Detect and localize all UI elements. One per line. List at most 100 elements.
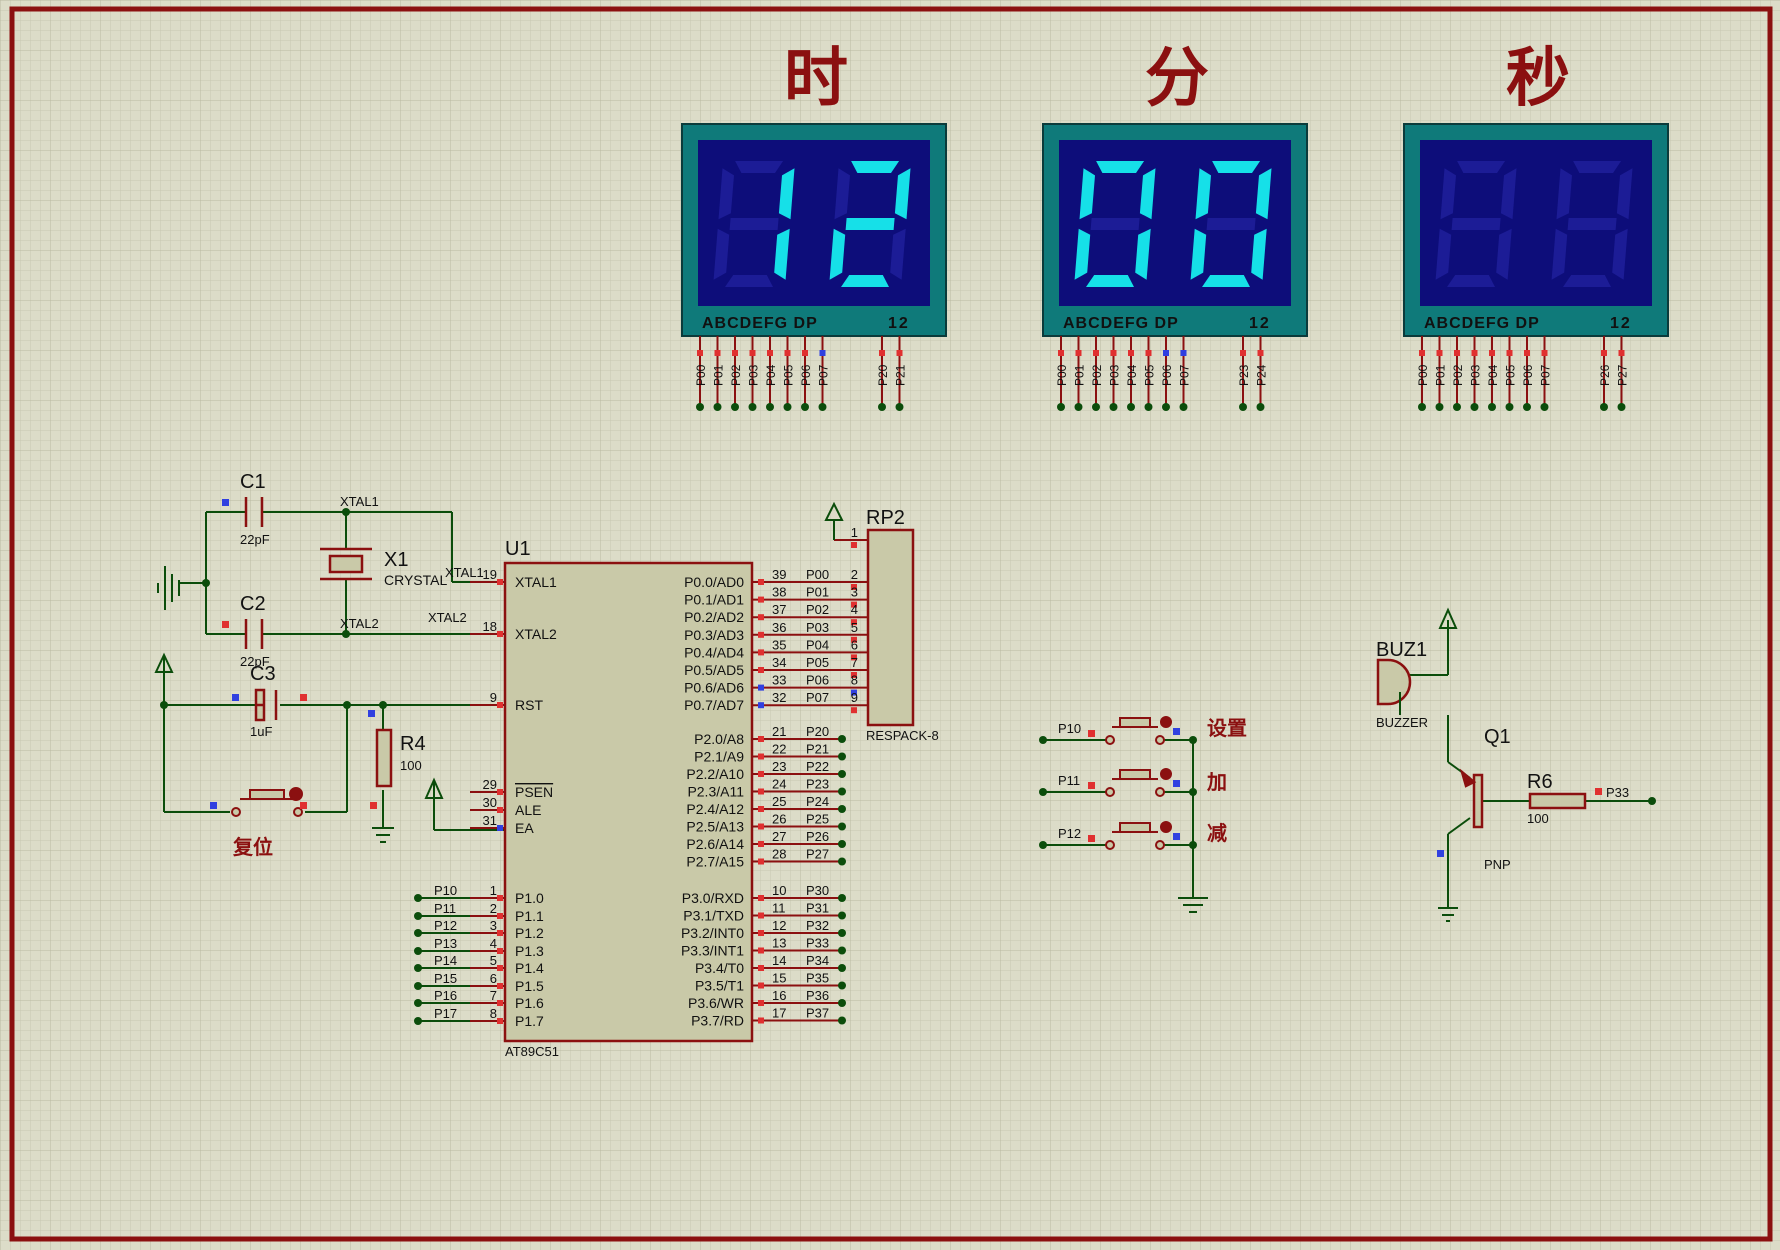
display-pin-terminal[interactable] <box>1540 403 1549 411</box>
button-net-terminal[interactable] <box>1039 736 1047 744</box>
button-net-terminal[interactable] <box>1039 788 1047 796</box>
mcu-net-terminal[interactable] <box>838 840 846 848</box>
mcu-net-terminal[interactable] <box>414 912 422 920</box>
display-pin-terminal[interactable] <box>713 403 722 411</box>
capacitor-c2[interactable] <box>244 619 264 649</box>
mcu-pin-name: P0.5/AD5 <box>684 662 744 678</box>
mcu-net-terminal[interactable] <box>838 735 846 743</box>
mcu-net-terminal[interactable] <box>838 857 846 866</box>
crystal-x1[interactable] <box>320 547 372 581</box>
mcu-net-terminal[interactable] <box>414 1017 422 1025</box>
pin-marker <box>758 982 764 989</box>
display-pin-terminal[interactable] <box>1074 403 1083 411</box>
display-pin-label: P01 <box>712 364 726 386</box>
mcu-net-terminal[interactable] <box>838 911 846 920</box>
pin-marker <box>232 694 239 701</box>
mcu-net-terminal[interactable] <box>838 964 846 972</box>
transistor-q1[interactable] <box>1459 768 1484 829</box>
display-pin-terminal[interactable] <box>1057 403 1065 411</box>
display-pin-label: P04 <box>764 364 778 386</box>
q1-ref: Q1 <box>1484 726 1511 748</box>
mcu-net-terminal[interactable] <box>838 787 846 796</box>
mcu-net-terminal[interactable] <box>414 982 422 990</box>
display-pin-terminal[interactable] <box>895 403 904 411</box>
display-heading-2: 分 <box>1145 42 1209 116</box>
display-1-digit-2-seg-e <box>829 228 846 280</box>
display-pin-terminal[interactable] <box>1144 403 1153 411</box>
display-pin-terminal[interactable] <box>1470 403 1479 411</box>
pin-marker <box>758 736 764 742</box>
display-pin-terminal[interactable] <box>1239 403 1247 411</box>
buzzer-buz1[interactable] <box>1376 658 1412 706</box>
net-p33-terminal[interactable] <box>1648 797 1656 805</box>
display-pin-terminal[interactable] <box>818 403 827 411</box>
pin-marker <box>497 825 503 831</box>
button-net-terminal[interactable] <box>1039 841 1047 849</box>
display-pin-terminal[interactable] <box>748 403 757 411</box>
display-pin-label: P00 <box>1416 364 1430 386</box>
display-pin-terminal[interactable] <box>1418 403 1426 411</box>
display-pin-terminal[interactable] <box>1109 403 1118 411</box>
display-pin-terminal[interactable] <box>731 403 739 411</box>
mcu-net-terminal[interactable] <box>838 1016 846 1025</box>
mcu-body[interactable] <box>503 561 754 1043</box>
display-pin-terminal[interactable] <box>1488 403 1496 411</box>
mcu-net-terminal[interactable] <box>838 752 846 761</box>
display-pin-terminal[interactable] <box>1162 403 1170 411</box>
mcu-u1[interactable]: U1AT89C51XTAL119XTAL218RST9PSEN29ALE30EA… <box>414 538 868 1059</box>
display-pin-terminal[interactable] <box>1453 403 1461 411</box>
mcu-pin-name: XTAL1 <box>515 574 557 590</box>
mcu-net-terminal[interactable] <box>838 822 846 831</box>
mcu-net-terminal[interactable] <box>414 964 422 972</box>
capacitor-c1[interactable] <box>244 497 264 527</box>
display-pin-terminal[interactable] <box>1617 403 1626 411</box>
rp2-body[interactable] <box>866 528 915 727</box>
pin-marker <box>758 1000 764 1006</box>
display-pin-terminal[interactable] <box>766 403 774 411</box>
display-pin-terminal[interactable] <box>801 403 809 411</box>
resistor-r6[interactable] <box>1528 792 1587 810</box>
mcu-pin-num: 10 <box>772 883 786 898</box>
display-2-digit-1-seg-c <box>1135 228 1151 280</box>
display-pin-terminal[interactable] <box>878 403 886 411</box>
capacitor-c3[interactable] <box>254 688 278 722</box>
mcu-net-terminal[interactable] <box>838 999 846 1007</box>
mcu-net-terminal[interactable] <box>414 999 422 1007</box>
display-pin-label: P23 <box>1237 364 1251 386</box>
display-pin-terminal[interactable] <box>1435 403 1444 411</box>
mcu-net-terminal[interactable] <box>838 929 846 937</box>
mcu-net-terminal[interactable] <box>838 981 846 990</box>
button-cap <box>1119 717 1151 728</box>
mcu-net-terminal[interactable] <box>414 894 422 902</box>
reset-button[interactable] <box>231 787 303 817</box>
mcu-pin-num: 39 <box>772 567 786 582</box>
mcu-net-terminal[interactable] <box>838 946 846 955</box>
button-dot <box>1160 821 1172 833</box>
pin-marker <box>1128 350 1134 356</box>
display-pin-terminal[interactable] <box>1092 403 1100 411</box>
mcu-net-terminal[interactable] <box>838 894 846 902</box>
display-pin-terminal[interactable] <box>1256 403 1265 411</box>
display-pin-terminal[interactable] <box>1523 403 1531 411</box>
display-pin-terminal[interactable] <box>1179 403 1188 411</box>
display-2-digit-2-seg-d <box>1202 275 1250 287</box>
display-pin-terminal[interactable] <box>1505 403 1514 411</box>
display-pin-terminal[interactable] <box>1600 403 1608 411</box>
display-pin-terminal[interactable] <box>696 403 704 411</box>
mcu-net-terminal[interactable] <box>414 929 422 937</box>
mcu-net-terminal[interactable] <box>414 947 422 955</box>
display-pin-label: P04 <box>1486 364 1500 386</box>
display-pin-terminal[interactable] <box>1127 403 1135 411</box>
resistor-r4[interactable] <box>375 728 393 788</box>
mcu-pin-num: 14 <box>772 953 786 968</box>
mcu-pin-num: 16 <box>772 988 786 1003</box>
pin-marker <box>1506 350 1513 356</box>
display-pin-terminal[interactable] <box>783 403 792 411</box>
mcu-net-terminal[interactable] <box>838 770 846 778</box>
mcu-pin-num: 12 <box>772 918 786 933</box>
mcu-net-terminal[interactable] <box>838 805 846 813</box>
